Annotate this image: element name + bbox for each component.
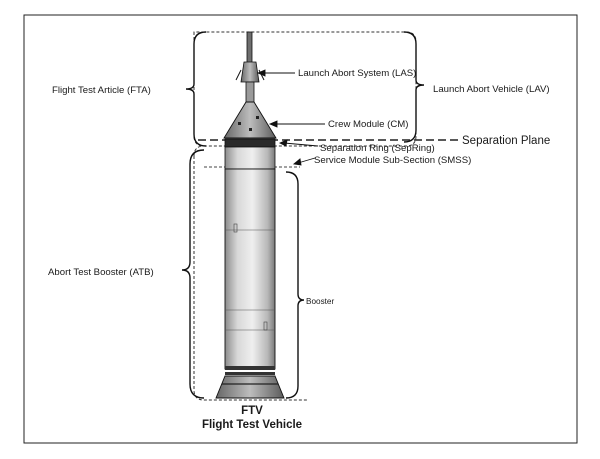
las-label: Launch Abort System (LAS) (298, 68, 416, 79)
atb-label: Abort Test Booster (ATB) (48, 267, 154, 278)
booster-label: Booster (306, 297, 334, 306)
leader-lines (256, 69, 325, 166)
cm-label: Crew Module (CM) (328, 119, 409, 130)
title-line2: Flight Test Vehicle (202, 419, 302, 431)
sepring-label: Separation Ring (SepRing) (320, 143, 435, 154)
atb-brace (181, 149, 205, 399)
atb-dashed-box (193, 145, 308, 401)
fta-brace (185, 31, 207, 147)
lav-label: Launch Abort Vehicle (LAV) (433, 84, 550, 95)
outer-frame (23, 14, 578, 444)
lav-brace (403, 31, 425, 143)
booster-brace (285, 171, 305, 399)
separation-plane-label: Separation Plane (462, 135, 550, 147)
rocket (215, 31, 285, 399)
title-line1: FTV (241, 405, 263, 417)
fta-label: Flight Test Article (FTA) (52, 85, 151, 96)
smss-label: Service Module Sub-Section (SMSS) (314, 155, 471, 166)
